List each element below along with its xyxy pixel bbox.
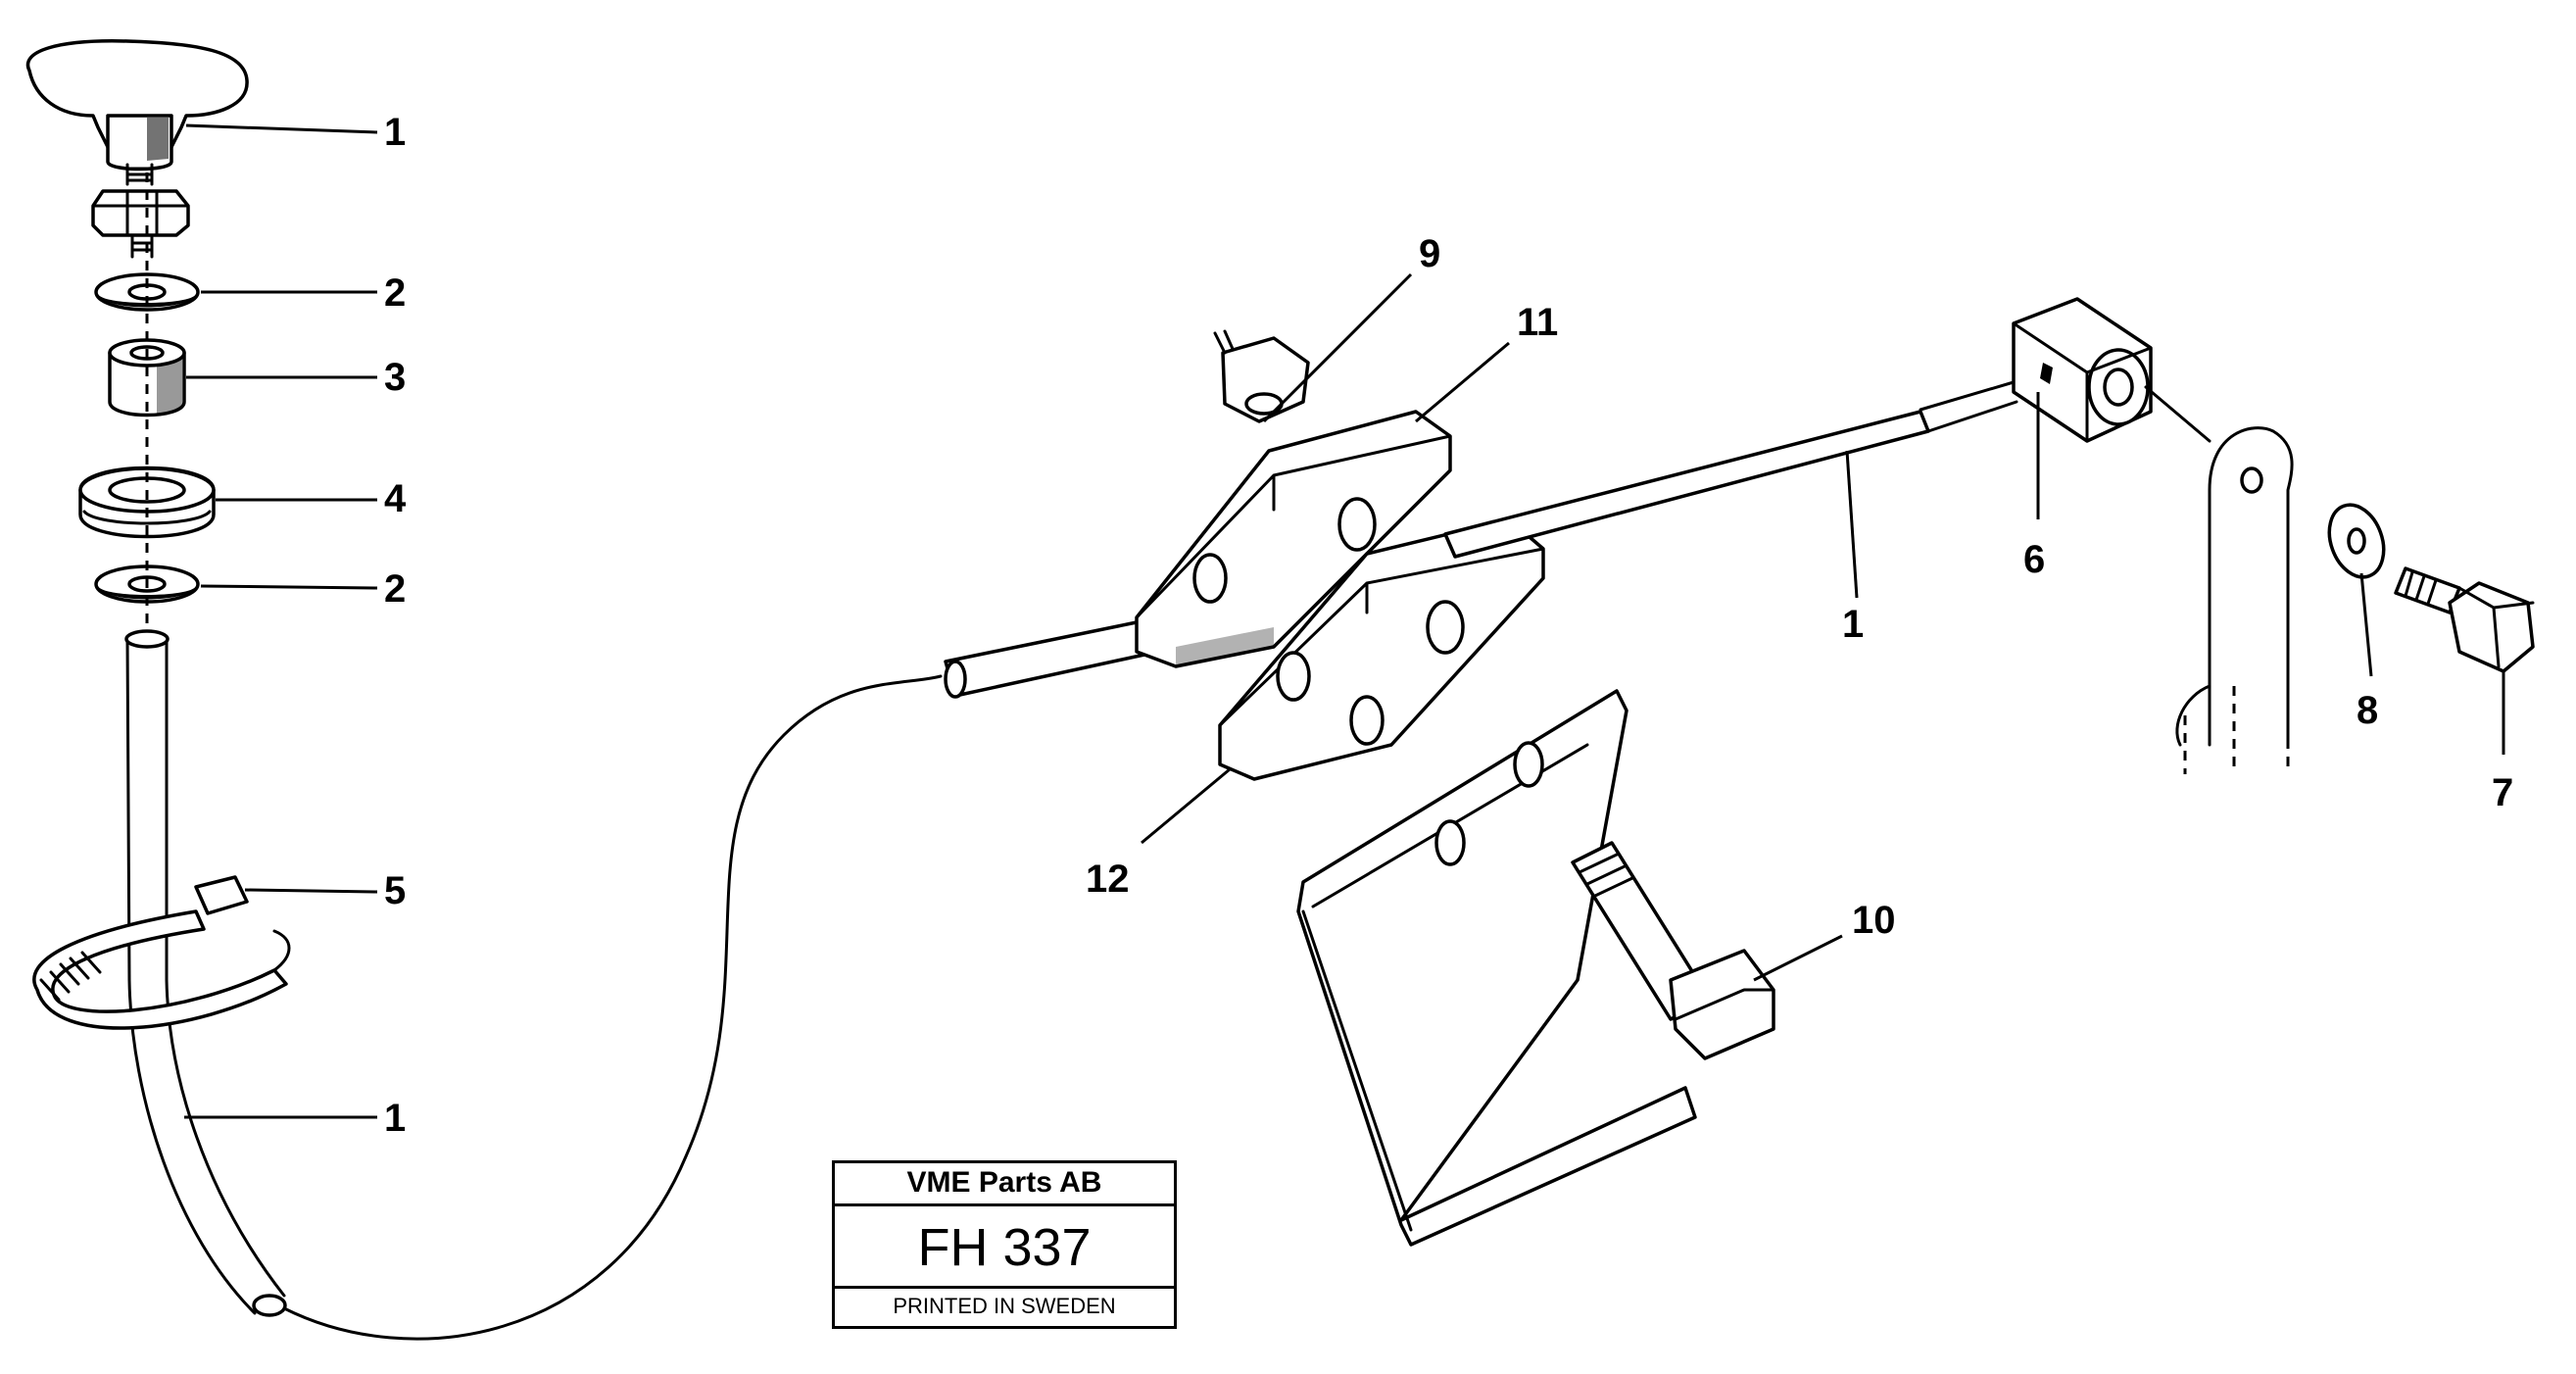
callout-nut: 9 (1419, 232, 1440, 275)
callout-bolt-right: 7 (2492, 771, 2513, 814)
callout-cable-right: 1 (1842, 603, 1864, 646)
spacer (108, 351, 186, 417)
callout-clamp-lower: 12 (1086, 858, 1130, 901)
cable-tie (32, 909, 288, 1030)
hex-nut-top (91, 189, 190, 237)
clamp-block-upper (1135, 410, 1452, 668)
cable-curve (282, 674, 943, 1341)
callout-connector: 6 (2023, 538, 2045, 581)
cable-right (1443, 410, 1930, 559)
callout-clamp-upper: 11 (1517, 301, 1558, 344)
mounting-bracket (1296, 689, 1697, 1247)
knob-handle (25, 39, 249, 149)
title-block: VME Parts AB FH 337 PRINTED IN SWEDEN (832, 1160, 1177, 1329)
right-assembly (1443, 297, 2535, 774)
callout-knob: 1 (384, 111, 406, 154)
leader-lines (184, 123, 2505, 1119)
callout-bolt-bracket: 10 (1852, 899, 1896, 942)
clamp-assembly (1135, 329, 1775, 1247)
callout-cable-left: 1 (384, 1097, 406, 1140)
callout-washer-right: 8 (2357, 689, 2378, 732)
callout-labels: 1 2 3 4 2 5 1 9 11 12 10 1 6 8 7 (384, 111, 2513, 1140)
title-block-printed: PRINTED IN SWEDEN (893, 1294, 1116, 1318)
callout-grommet: 4 (384, 477, 407, 520)
title-block-company: VME Parts AB (835, 1163, 1174, 1206)
knob-assembly (25, 39, 291, 1317)
title-block-code: FH 337 (835, 1206, 1174, 1289)
callout-washer-top: 2 (384, 271, 406, 315)
lever (2208, 426, 2294, 747)
callout-spacer: 3 (384, 356, 406, 399)
callout-washer-bottom: 2 (384, 567, 406, 611)
callout-cable-tie: 5 (384, 869, 406, 912)
